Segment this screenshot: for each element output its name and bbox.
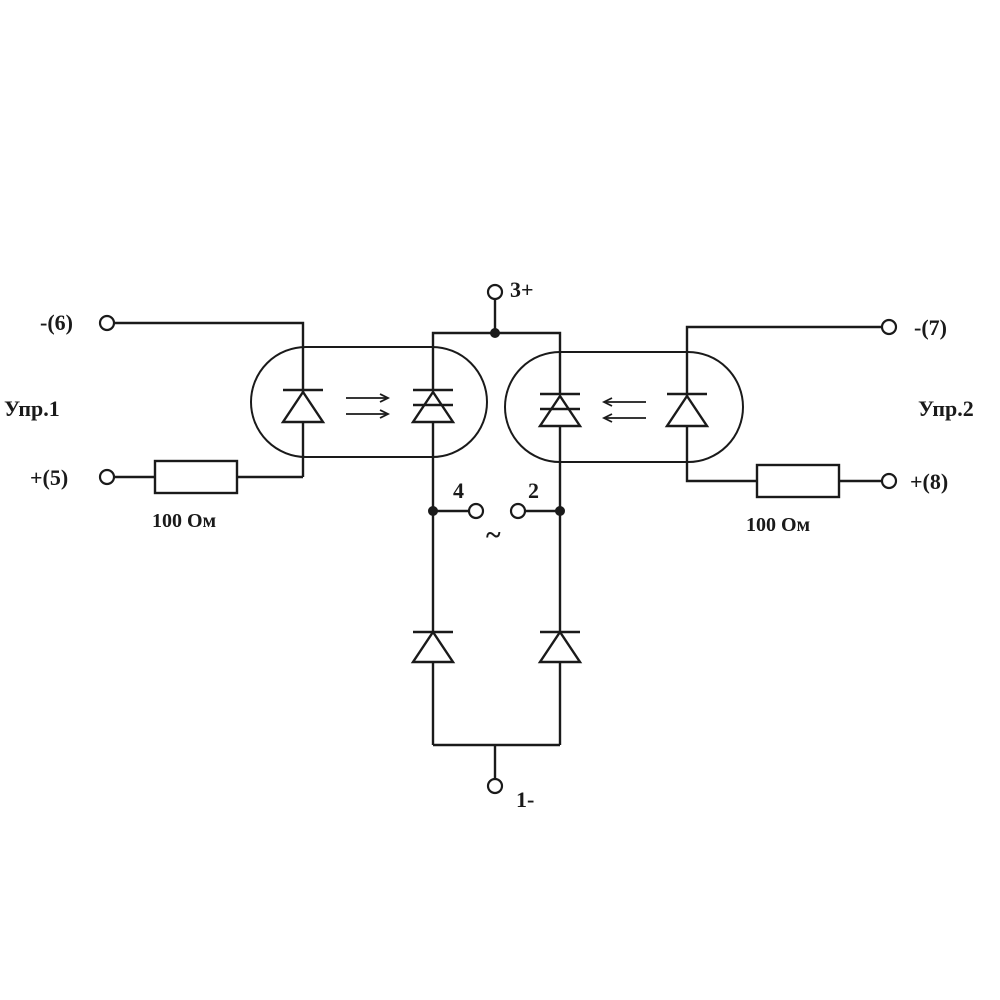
terminal-6 bbox=[98, 314, 116, 332]
junction-right bbox=[555, 506, 565, 516]
resistor-right bbox=[755, 463, 841, 499]
led-right bbox=[664, 392, 710, 428]
resistor-left bbox=[153, 459, 239, 495]
terminal-3 bbox=[486, 283, 504, 301]
label-terminal-5: +(5) bbox=[30, 465, 68, 490]
light-arrows-left bbox=[346, 393, 391, 419]
terminal-1 bbox=[486, 777, 504, 795]
label-terminal-1: 1- bbox=[516, 787, 534, 812]
optocoupler-left bbox=[250, 346, 488, 458]
label-control-1: Упр.1 bbox=[4, 396, 60, 421]
optocoupler-right bbox=[504, 351, 744, 463]
photothyristor-left bbox=[410, 388, 456, 424]
optocoupler-right-body bbox=[504, 351, 744, 463]
junction-top bbox=[490, 328, 500, 338]
terminal-2 bbox=[509, 502, 527, 520]
optocoupler-left-body bbox=[250, 346, 488, 458]
label-resistor-1: 100 Ом bbox=[152, 510, 216, 532]
label-control-2: Упр.2 bbox=[918, 396, 974, 421]
label-resistor-2: 100 Ом bbox=[746, 514, 810, 536]
label-ac-symbol: ~ bbox=[486, 520, 501, 551]
terminal-7 bbox=[880, 318, 898, 336]
label-terminal-8: +(8) bbox=[910, 469, 948, 494]
terminal-5 bbox=[98, 468, 116, 486]
label-terminal-3: 3+ bbox=[510, 277, 534, 302]
photothyristor-right bbox=[537, 392, 583, 428]
diode-bottom-right bbox=[537, 629, 583, 664]
label-terminal-6: -(6) bbox=[40, 310, 73, 335]
diode-bottom-left bbox=[410, 629, 456, 664]
terminal-8 bbox=[880, 472, 898, 490]
terminal-4 bbox=[467, 502, 485, 520]
light-arrows-right bbox=[601, 397, 646, 423]
label-terminal-2: 2 bbox=[528, 478, 539, 503]
junction-left bbox=[428, 506, 438, 516]
label-terminal-7: -(7) bbox=[914, 315, 947, 340]
label-terminal-4: 4 bbox=[453, 478, 464, 503]
led-left bbox=[280, 388, 326, 424]
